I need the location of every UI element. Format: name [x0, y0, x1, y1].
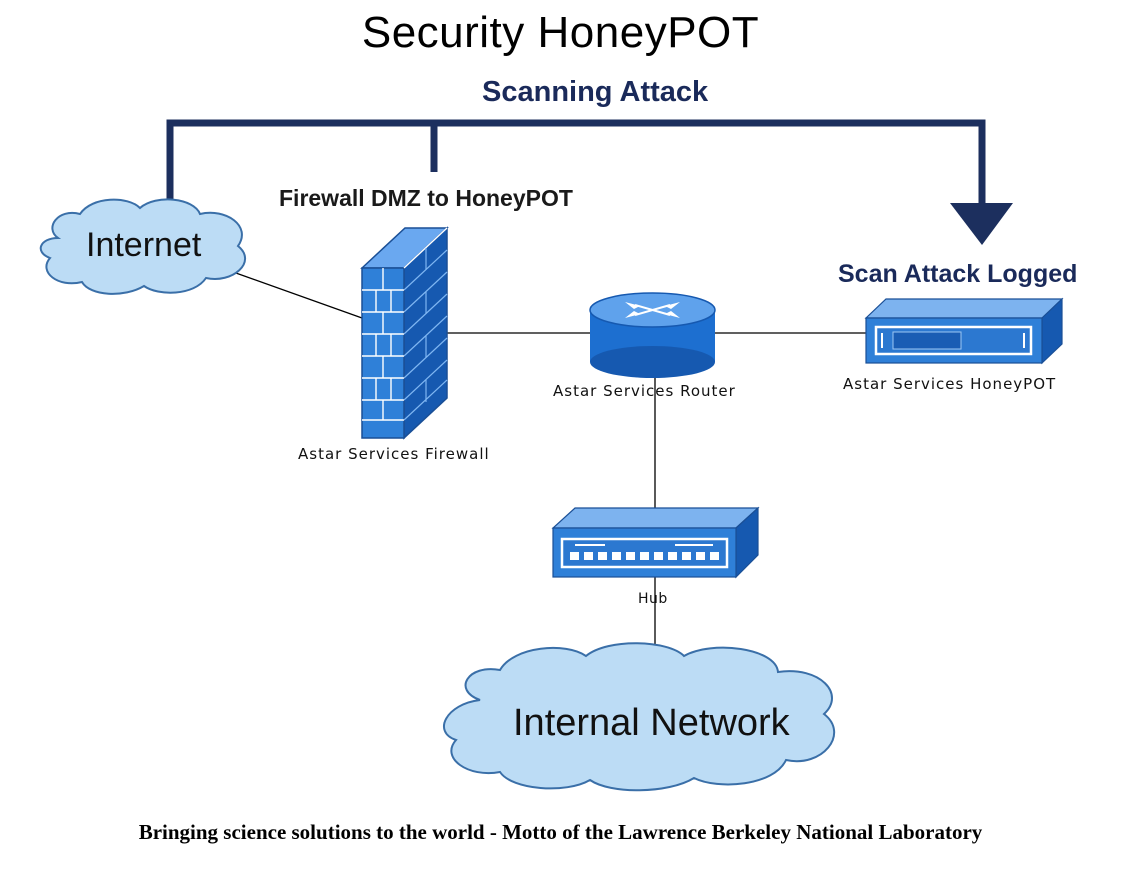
- attack-arrowhead: [950, 203, 1013, 245]
- honeypot-label: Astar Services HoneyPOT: [843, 375, 1057, 393]
- footer-motto: Bringing science solutions to the world …: [138, 820, 983, 844]
- network-links: [204, 261, 866, 672]
- scanning-attack-path: [166, 119, 986, 205]
- scan-logged-heading: Scan Attack Logged: [838, 260, 1078, 288]
- hub-label: Hub: [638, 591, 668, 607]
- diagram-title: Security HoneyPOT: [361, 8, 760, 57]
- internal-network-cloud: [443, 642, 836, 792]
- firewall-dmz-heading: Firewall DMZ to HoneyPOT: [279, 185, 573, 211]
- router-icon: [589, 292, 716, 378]
- hub-icon: [551, 506, 760, 579]
- internet-cloud: [39, 198, 246, 295]
- honeypot-server-icon: [864, 297, 1064, 365]
- internet-label: Internet: [86, 226, 202, 264]
- firewall-icon: [360, 226, 449, 440]
- internal-network-label: Internal Network: [513, 702, 790, 744]
- scanning-attack-label: Scanning Attack: [482, 76, 709, 108]
- firewall-label: Astar Services Firewall: [298, 445, 490, 463]
- router-label: Astar Services Router: [553, 382, 736, 400]
